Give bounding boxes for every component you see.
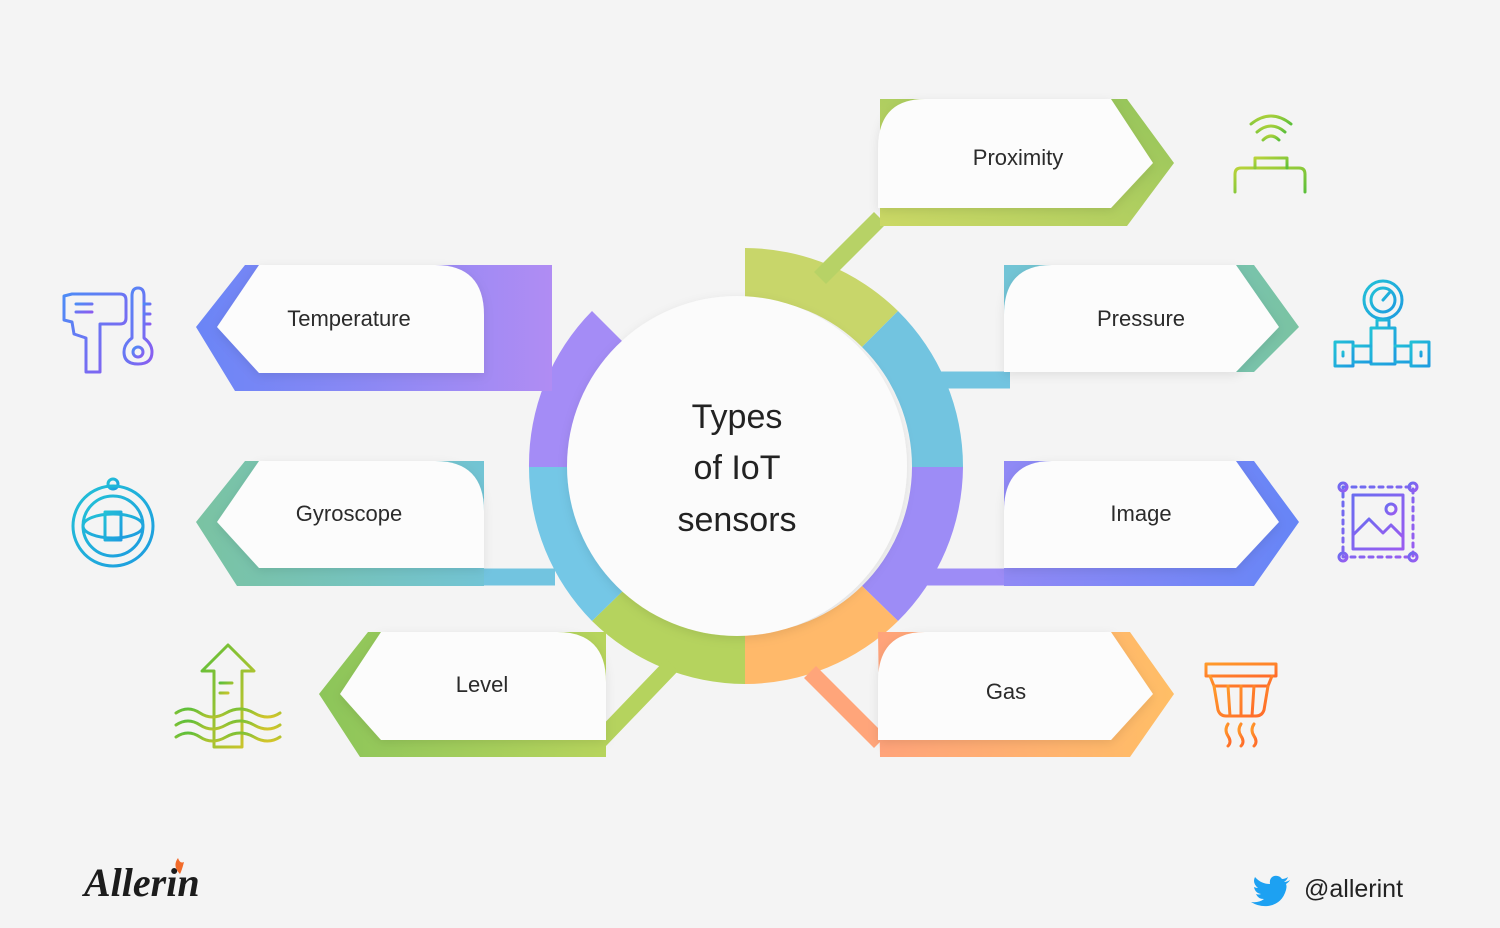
callout-card-proximity: [878, 99, 1153, 208]
callout-card-gyroscope: [217, 461, 484, 568]
pressure-gauge-icon: [1333, 279, 1431, 368]
callout-card-level: [340, 632, 606, 740]
ring-segment-temperature: [528, 311, 628, 467]
center-circle: [567, 296, 907, 636]
label-gyroscope: Gyroscope: [296, 501, 402, 526]
callout-card-temperature: [217, 265, 484, 373]
water-level-icon: [174, 643, 282, 749]
label-gas: Gas: [986, 679, 1026, 704]
callout-card-gas: [878, 632, 1153, 740]
ring-segment-pressure: [862, 311, 964, 467]
twitter-handle-text[interactable]: @allerint: [1304, 875, 1403, 903]
twitter-handle[interactable]: @allerint: [1251, 875, 1403, 907]
center-ring: [528, 248, 964, 684]
ring-segment-level: [592, 586, 745, 684]
callout-proximity: [878, 99, 1174, 226]
callout-gas: [878, 632, 1174, 757]
connector-proximity: [813, 211, 887, 285]
label-pressure: Pressure: [1097, 306, 1185, 331]
label-temperature: Temperature: [287, 306, 411, 331]
title-line-2: of IoT: [694, 449, 781, 487]
brand-logo: Allerin: [81, 858, 200, 905]
title-line-3: sensors: [677, 501, 796, 539]
connectors: [480, 211, 1010, 749]
ring-segment-gyroscope: [528, 467, 628, 621]
label-level: Level: [456, 672, 509, 697]
label-image: Image: [1110, 501, 1171, 526]
callout-card-image: [1004, 461, 1279, 568]
connector-gas: [803, 665, 887, 749]
thermometer-gun-icon: [62, 286, 154, 374]
flame-icon: [175, 858, 184, 874]
image-frame-icon: [1337, 481, 1419, 563]
ring-segment-proximity: [745, 248, 898, 347]
callout-level: [319, 632, 606, 757]
ring-segment-gas: [745, 586, 898, 684]
callout-temperature: [196, 265, 552, 391]
twitter-bird-icon: [1251, 875, 1290, 907]
callout-image: [920, 461, 1299, 586]
proximity-sensor-icon: [1205, 114, 1341, 194]
title-line-1: Types: [692, 398, 783, 436]
callout-gyroscope: [196, 461, 562, 586]
gyroscope-icon: [71, 477, 155, 568]
smoke-detector-icon: [1204, 662, 1278, 748]
ring-segment-image: [862, 467, 963, 621]
callout-card-pressure: [1004, 265, 1279, 372]
label-proximity: Proximity: [973, 145, 1063, 170]
connector-level: [593, 659, 679, 746]
callout-pressure: [938, 265, 1299, 372]
